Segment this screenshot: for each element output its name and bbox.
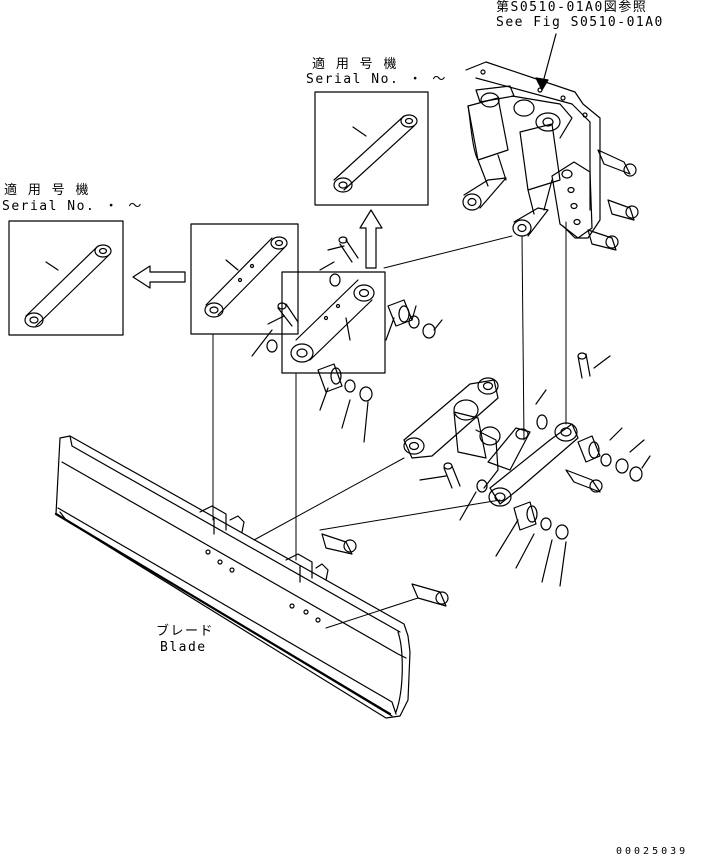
inset-box-left [8,220,124,336]
blade-label-en: Blade [160,640,207,655]
blade [54,435,449,719]
inset-box-middle [190,223,299,335]
serial-left-en: Serial No. ・ ～ [2,199,143,214]
assembly-lines [212,221,567,629]
serial-top-jp: 適 用 号 機 [312,57,398,72]
serial-left-jp: 適 用 号 機 [4,183,90,198]
serial-top-en: Serial No. ・ ～ [306,72,447,87]
inset-box-top [314,91,429,206]
lift-cylinder-assembly [462,33,639,251]
yoke-frame [403,352,651,587]
link-rod [251,236,443,443]
blade-label-jp: ブレード [156,624,215,639]
drawing-number: 00025039 [616,846,689,857]
reference-note-jp: 第S0510-01A0図参照 [496,0,648,15]
arrow-up [359,209,383,269]
reference-note-en: See Fig S0510-01A0 [496,15,664,30]
arrow-left [132,265,186,289]
